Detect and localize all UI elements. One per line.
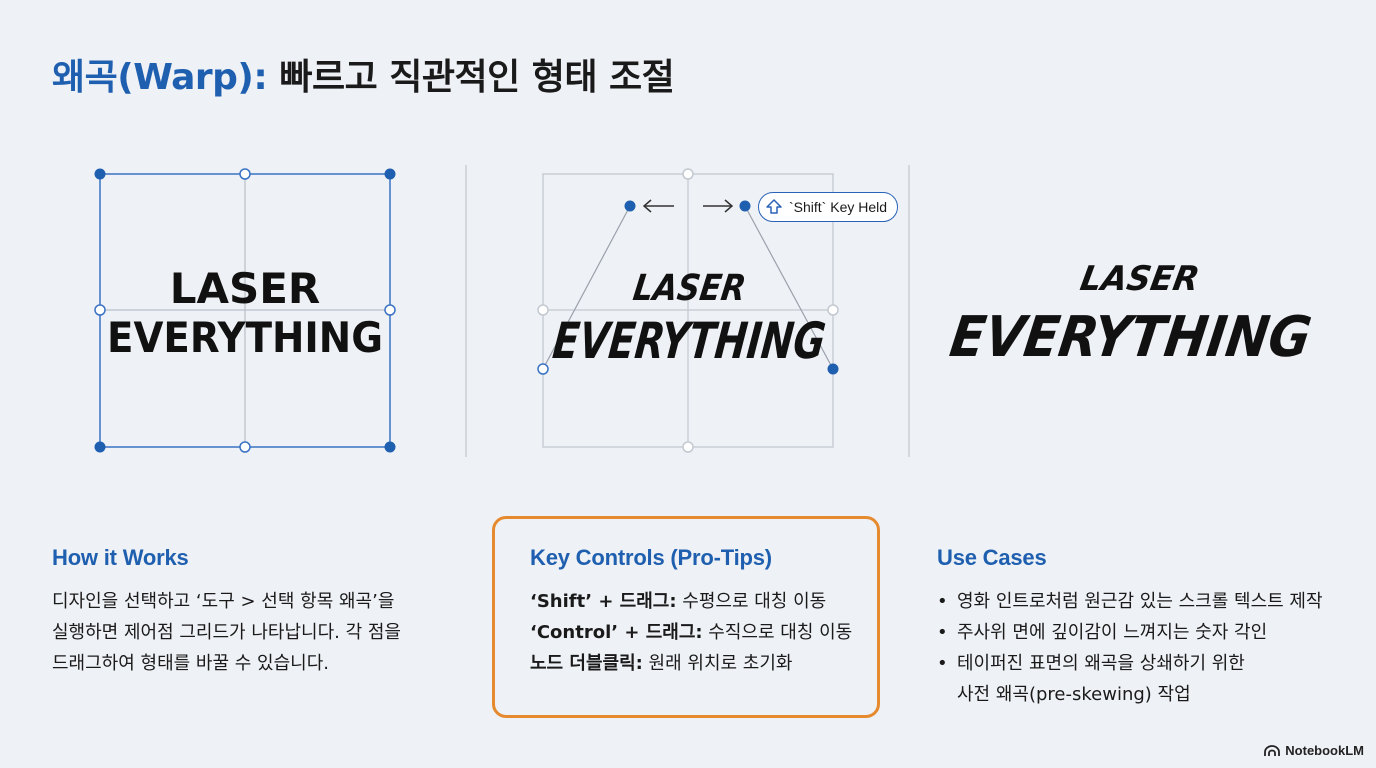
mid-handle[interactable] [537,304,549,316]
use-case-item: 영화 인트로처럼 원근감 있는 스크롤 텍스트 제작 [937,586,1323,617]
shift-key-badge: `Shift` Key Held [758,192,898,222]
brand-watermark: NotebookLM [1264,743,1364,758]
warp-edge-left [542,205,631,370]
mid-handle[interactable] [682,168,694,180]
corner-handle[interactable] [94,441,106,453]
shift-arrow-icon [766,199,782,214]
use-cases-heading: Use Cases [937,545,1047,570]
mid-handle[interactable] [239,441,251,453]
page-title: 왜곡(Warp): 빠르고 직관적인 형태 조절 [52,48,675,100]
use-cases-body: 영화 인트로처럼 원근감 있는 스크롤 텍스트 제작 주사위 면에 깊이감이 느… [937,586,1323,710]
how-it-works-body: 디자인을 선택하고 ‘도구 > 선택 항목 왜곡’을 실행하면 제어점 그리드가… [52,586,401,679]
corner-handle[interactable] [384,168,396,180]
tip-desc: 원래 위치로 초기화 [642,653,793,674]
key-controls-box [492,516,880,718]
corner-handle[interactable] [827,363,839,375]
how-it-works-line: 실행하면 제어점 그리드가 나타납니다. 각 점을 [52,622,401,643]
warp-grid-panel-2: LASER EVERYTHING [537,168,839,453]
shift-key-label: `Shift` Key Held [789,199,888,215]
divider-right [908,165,910,457]
laser-text-result: LASER [1077,259,1202,299]
tip-key: ‘Control’ + 드래그: [530,622,703,643]
how-it-works-heading: How it Works [52,545,189,570]
mid-handle[interactable] [384,304,396,316]
tip-desc: 수직으로 대칭 이동 [702,622,853,643]
mid-handle[interactable] [682,441,694,453]
key-controls-list: ‘Shift’ + 드래그: 수평으로 대칭 이동 ‘Control’ + 드래… [530,586,852,679]
mid-handle[interactable] [827,304,839,316]
warp-edge-right [744,205,834,370]
tip-desc: 수평으로 대칭 이동 [676,591,827,612]
use-cases-list: 영화 인트로처럼 원근감 있는 스크롤 텍스트 제작 주사위 면에 깊이감이 느… [937,586,1323,679]
divider-left [465,165,467,457]
dragged-handle-left[interactable] [624,200,636,212]
laser-text-warped: LASER [631,266,749,309]
tip-double-click: 노드 더블클릭: 원래 위치로 초기화 [530,648,852,679]
title-rest: 빠르고 직관적인 형태 조절 [267,57,675,98]
tip-key: ‘Shift’ + 드래그: [530,591,677,612]
corner-handle[interactable] [384,441,396,453]
use-case-item: 테이퍼진 표면의 왜곡을 상쇄하기 위한 [937,648,1323,679]
corner-handle[interactable] [537,363,549,375]
use-case-continuation: 사전 왜곡(pre-skewing) 작업 [957,684,1191,705]
how-it-works-line: 드래그하여 형태를 바꿀 수 있습니다. [52,653,330,674]
use-case-item: 주사위 면에 깊이감이 느껴지는 숫자 각인 [937,617,1323,648]
mid-handle[interactable] [239,168,251,180]
everything-text: EVERYTHING [107,313,383,362]
everything-text-result: EVERYTHING [946,305,1315,370]
warp-result-panel: LASER EVERYTHING [946,259,1315,370]
tip-control: ‘Control’ + 드래그: 수직으로 대칭 이동 [530,617,852,648]
laser-text: LASER [170,264,321,313]
brand-name: NotebookLM [1285,743,1364,758]
key-controls-heading: Key Controls (Pro-Tips) [530,545,772,570]
everything-text-warped: EVERYTHING [550,311,828,370]
tip-key: 노드 더블클릭: [530,653,643,674]
corner-handle[interactable] [94,168,106,180]
right-arrow-icon [703,199,734,213]
left-arrow-icon [642,199,674,213]
notebooklm-logo-icon [1264,744,1281,756]
warp-grid-panel-1: LASER EVERYTHING [94,168,396,453]
how-it-works-line: 디자인을 선택하고 ‘도구 > 선택 항목 왜곡’을 [52,591,395,612]
mid-handle[interactable] [94,304,106,316]
dragged-handle-right[interactable] [739,200,751,212]
title-accent: 왜곡(Warp): [52,57,268,98]
tip-shift: ‘Shift’ + 드래그: 수평으로 대칭 이동 [530,586,852,617]
